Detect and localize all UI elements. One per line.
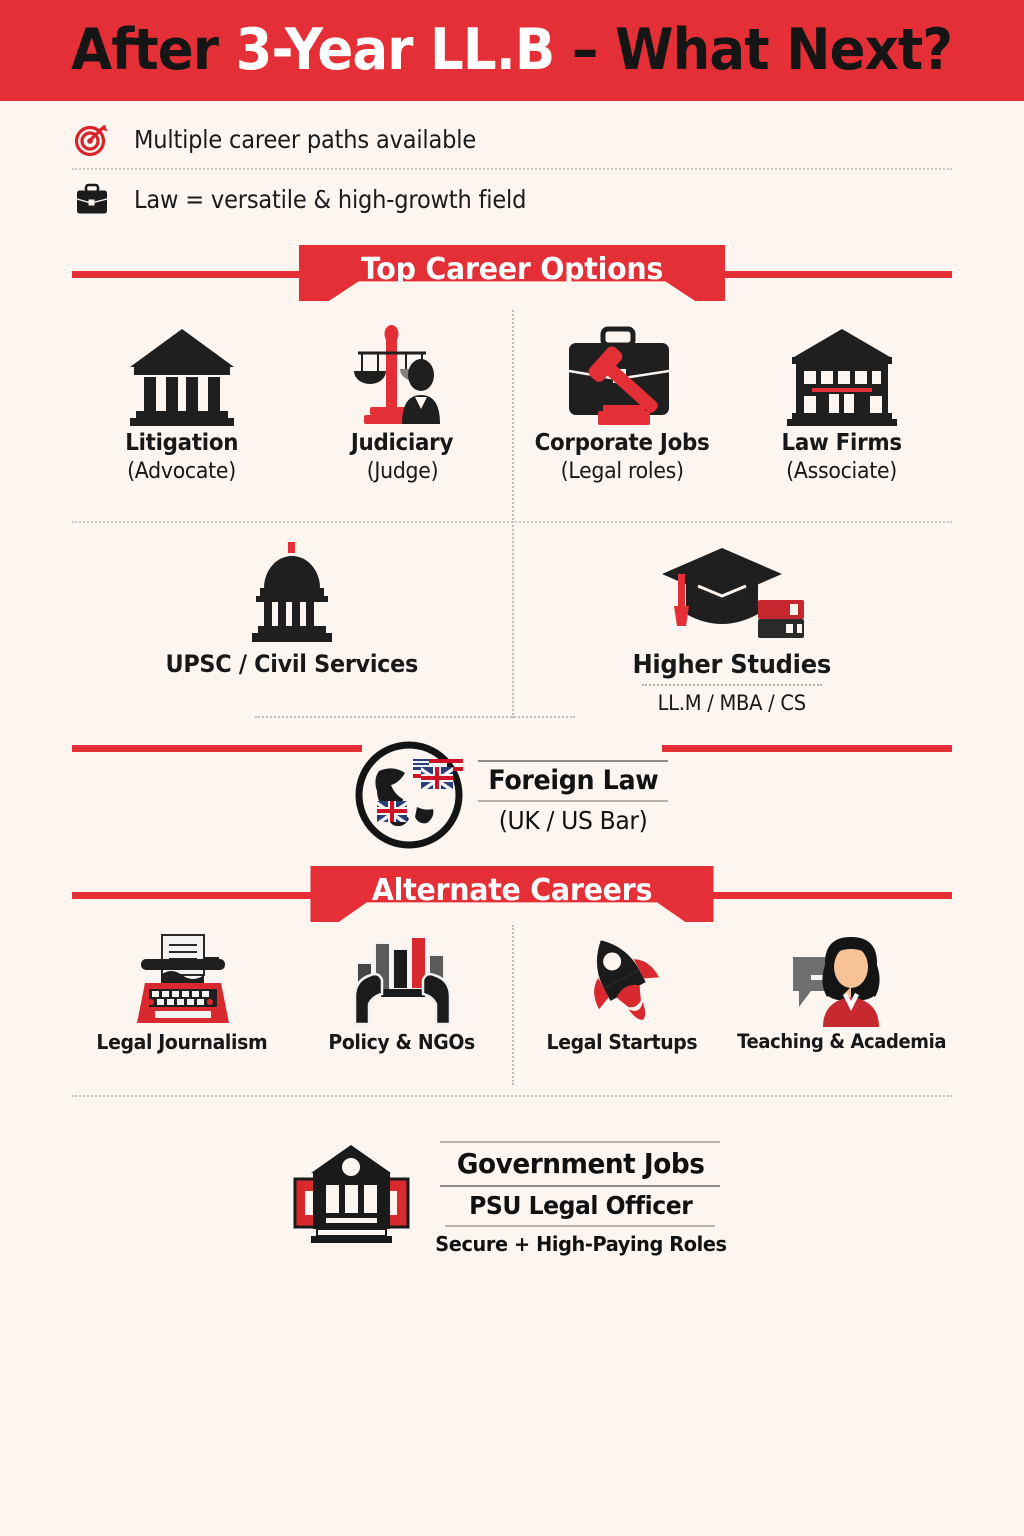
career-options-row-1: Litigation (Advocate) — [72, 310, 952, 520]
page-title-part2: 3-Year LL.B — [235, 17, 556, 83]
law-firm-building-icon — [782, 320, 902, 430]
bottom-divider-line — [72, 1095, 952, 1097]
alt-legal-journalism[interactable]: Legal Journalism — [72, 930, 292, 1054]
capitol-dome-icon — [232, 540, 352, 650]
alternate-careers-banner: Alternate Careers — [0, 866, 1024, 926]
globe-flags-icon — [355, 741, 463, 854]
option-title: Judiciary — [350, 430, 454, 456]
scales-judge-icon — [342, 320, 462, 430]
target-icon — [72, 119, 112, 159]
higher-studies-underline — [642, 684, 822, 686]
foreign-law-sub: (UK / US Bar) — [498, 805, 648, 835]
briefcase-gavel-icon — [555, 320, 690, 430]
option-title: Litigation — [125, 430, 239, 456]
alt-teaching-academia[interactable]: Teaching & Academia — [732, 930, 952, 1054]
bullet-divider — [72, 168, 952, 170]
alt-title: Legal Startups — [546, 1030, 698, 1054]
intro-bullets: Multiple career paths available Law = ve… — [72, 110, 952, 228]
option-sub: (Judge) — [366, 459, 438, 484]
briefcase-icon — [72, 179, 112, 219]
grid-vdivider-1 — [512, 310, 514, 520]
banner-ribbon: Alternate Careers — [310, 866, 714, 922]
psu-legal-officer-label: PSU Legal Officer — [468, 1190, 693, 1220]
top-career-banner: Top Career Options — [0, 245, 1024, 305]
bullet-label-0: Multiple career paths available — [134, 124, 477, 154]
alternate-careers-row: Legal Journalism Policy & NGOs — [72, 925, 952, 1090]
gov-rule-mid — [440, 1184, 721, 1187]
alt-legal-startups[interactable]: Legal Startups — [512, 930, 732, 1054]
bullet-item-0: Multiple career paths available — [72, 110, 952, 168]
foreign-law-block[interactable]: Foreign Law (UK / US Bar) — [0, 741, 1024, 854]
banner-label: Top Career Options — [360, 251, 664, 287]
alt-title: Teaching & Academia — [737, 1030, 947, 1053]
alt-policy-ngos[interactable]: Policy & NGOs — [292, 930, 512, 1054]
banner-ribbon: Top Career Options — [298, 245, 726, 301]
foreign-law-dotted-lead — [255, 716, 575, 718]
alt-title: Policy & NGOs — [328, 1030, 476, 1054]
banner-rule-right — [662, 271, 952, 278]
foreign-rule-left — [72, 745, 362, 752]
hands-bars-icon — [345, 930, 460, 1030]
option-title: Law Firms — [781, 430, 903, 456]
government-jobs-block[interactable]: Government Jobs PSU Legal Officer Secure… — [0, 1118, 1024, 1278]
government-jobs-title: Government Jobs — [456, 1146, 705, 1180]
page-title: After 3-Year LL.B – What Next? — [72, 22, 954, 79]
typewriter-icon — [125, 930, 240, 1030]
government-jobs-sub: Secure + High-Paying Roles — [434, 1231, 727, 1256]
options-row: UPSC / Civil Services — [72, 540, 952, 715]
option-title: Corporate Jobs — [534, 430, 710, 456]
government-building-icon — [289, 1141, 414, 1256]
foreign-rule-bottom — [477, 799, 668, 802]
alt-title: Legal Journalism — [96, 1030, 268, 1054]
header-band: After 3-Year LL.B – What Next? — [0, 0, 1024, 101]
option-higher-studies[interactable]: Higher Studies LL.M / MBA / CS — [512, 540, 952, 715]
courthouse-icon — [122, 320, 242, 430]
options-row: Legal Journalism Policy & NGOs — [72, 930, 952, 1054]
page-title-part1: After — [71, 17, 236, 83]
bullet-label-1: Law = versatile & high-growth field — [134, 184, 527, 214]
banner-rule-left — [72, 271, 362, 278]
page-title-part3: – What Next? — [554, 17, 953, 83]
gov-rule-bottom — [445, 1224, 716, 1227]
option-corporate-jobs[interactable]: Corporate Jobs (Legal roles) — [512, 320, 732, 484]
option-sub: LL.M / MBA / CS — [657, 691, 807, 715]
grid-vdivider-2 — [512, 518, 514, 718]
foreign-rule-right — [662, 745, 952, 752]
option-judiciary[interactable]: Judiciary (Judge) — [292, 320, 512, 484]
foreign-law-title: Foreign Law — [488, 764, 658, 796]
foreign-rule-top — [477, 759, 668, 762]
option-sub: (Associate) — [786, 459, 898, 484]
option-title: Higher Studies — [632, 650, 832, 680]
banner-rule-left — [72, 892, 362, 899]
option-law-firms[interactable]: Law Firms (Associate) — [732, 320, 952, 484]
option-sub: (Legal roles) — [560, 459, 684, 484]
banner-label: Alternate Careers — [371, 872, 653, 908]
teacher-icon — [785, 930, 900, 1030]
gov-rule-top — [440, 1140, 721, 1143]
foreign-law-text: Foreign Law (UK / US Bar) — [477, 759, 670, 835]
option-upsc[interactable]: UPSC / Civil Services — [72, 540, 512, 715]
bullet-item-1: Law = versatile & high-growth field — [72, 170, 952, 228]
alt-vdivider — [512, 925, 514, 1085]
options-row: Litigation (Advocate) — [72, 320, 952, 484]
option-sub: (Advocate) — [127, 459, 237, 484]
bottom-divider — [72, 1095, 952, 1097]
banner-rule-right — [662, 892, 952, 899]
government-jobs-text: Government Jobs PSU Legal Officer Secure… — [426, 1140, 736, 1256]
rocket-icon — [565, 930, 680, 1030]
career-options-row-2: UPSC / Civil Services — [72, 518, 952, 720]
option-title: UPSC / Civil Services — [165, 650, 419, 678]
option-litigation[interactable]: Litigation (Advocate) — [72, 320, 292, 484]
graduation-cap-books-icon — [660, 540, 805, 650]
